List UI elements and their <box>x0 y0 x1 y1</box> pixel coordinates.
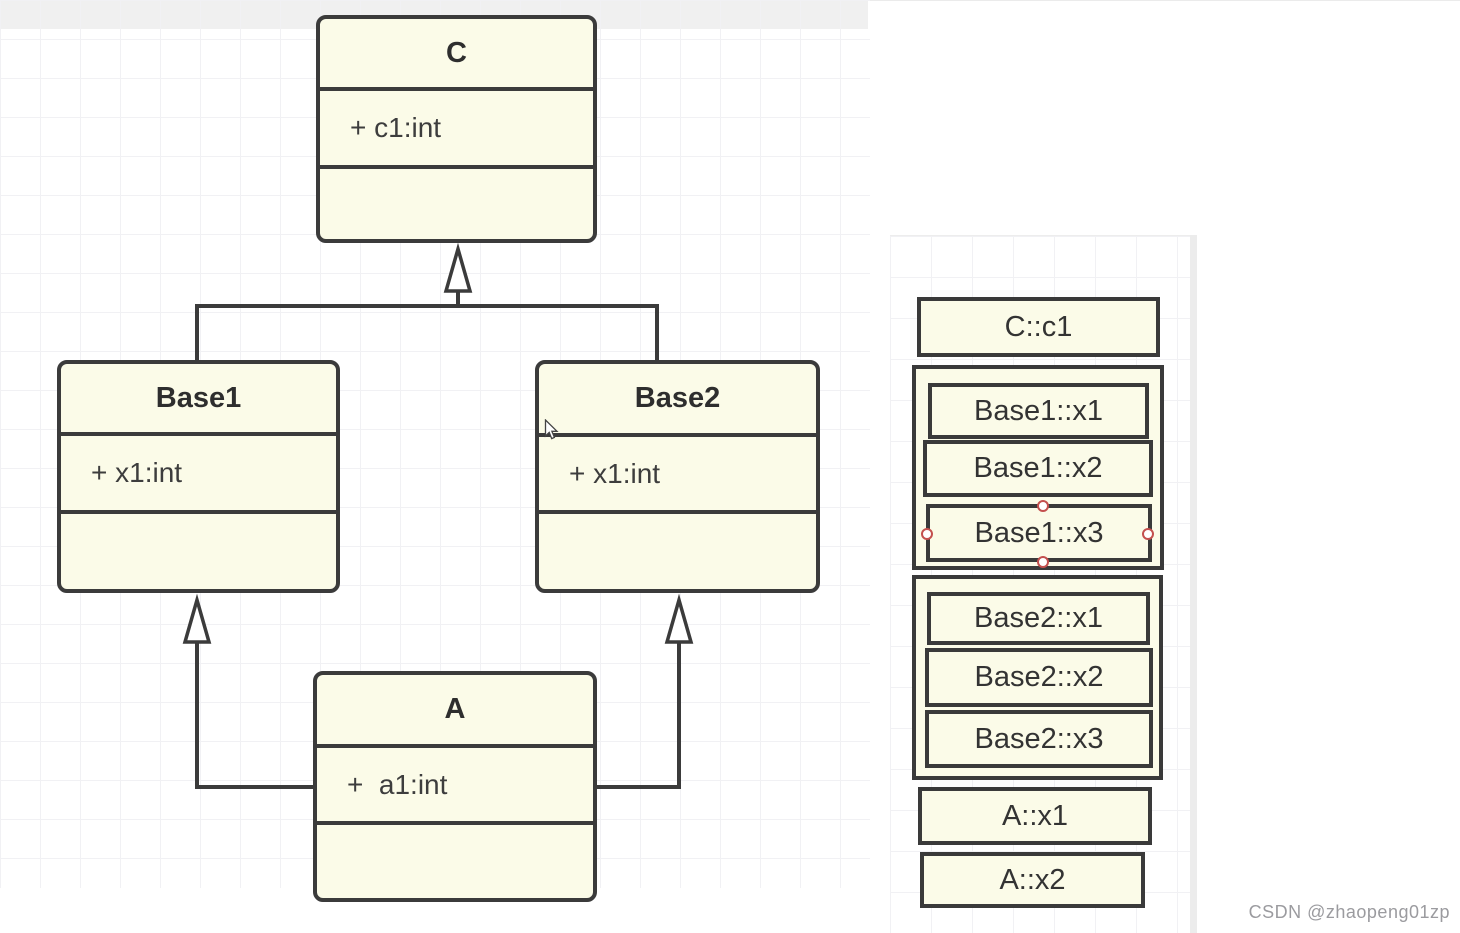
hollow-triangle-arrow-to-base2 <box>664 593 694 644</box>
mouse-cursor <box>544 419 559 440</box>
generalization-a-to-base2[interactable] <box>597 593 694 789</box>
class-base2-name[interactable]: Base2 <box>539 364 816 437</box>
memory-cell-base2-x2[interactable]: Base2::x2 <box>925 648 1153 707</box>
memory-cell-c-c1[interactable]: C::c1 <box>917 297 1160 357</box>
memory-cell-base2-x1-label: Base2::x1 <box>974 602 1103 634</box>
memory-cell-base2-x3-label: Base2::x3 <box>974 722 1104 755</box>
class-base2-attribute[interactable]: + x1:int <box>539 437 816 514</box>
memory-cell-base1-x1-label: Base1::x1 <box>974 394 1103 427</box>
memory-cell-base2-x1[interactable]: Base2::x1 <box>927 592 1150 645</box>
selection-handle-left[interactable] <box>921 528 933 540</box>
selection-handle-bottom[interactable] <box>1037 556 1049 568</box>
class-box-base1[interactable]: Base1 + x1:int <box>57 360 340 593</box>
memory-group-base1[interactable]: Base1::x1 Base1::x2 Base1::x3 <box>912 365 1164 570</box>
class-base1-attribute[interactable]: + x1:int <box>61 436 336 514</box>
generalization-base1-base2-to-c[interactable] <box>195 242 659 360</box>
csdn-watermark: CSDN @zhaopeng01zp <box>1248 902 1450 922</box>
memory-group-base2[interactable]: Base2::x1 Base2::x2 Base2::x3 <box>912 575 1163 780</box>
memory-cell-c-c1-label: C::c1 <box>1004 310 1073 343</box>
class-c-name[interactable]: C <box>320 19 593 91</box>
memory-cell-base1-x2-label: Base1::x2 <box>973 452 1103 484</box>
class-a-attribute[interactable]: + a1:int <box>317 748 593 825</box>
class-box-c[interactable]: C + c1:int <box>316 15 597 243</box>
memory-cell-a-x2[interactable]: A::x2 <box>920 852 1145 908</box>
memory-cell-a-x2-label: A::x2 <box>999 863 1066 896</box>
memory-cell-a-x1-label: A::x1 <box>1001 799 1069 832</box>
hollow-triangle-arrow-to-base1 <box>182 593 212 644</box>
inheritance-connectors <box>182 242 694 789</box>
memory-cell-base2-x3[interactable]: Base2::x3 <box>925 710 1153 768</box>
memory-canvas-right-edge <box>1190 235 1197 933</box>
class-base1-name[interactable]: Base1 <box>61 364 336 436</box>
memory-cell-base1-x3-label: Base1::x3 <box>974 516 1104 549</box>
class-box-a[interactable]: A + a1:int <box>313 671 597 902</box>
selection-handle-top[interactable] <box>1037 500 1049 512</box>
hollow-triangle-arrow-to-c <box>443 242 473 293</box>
memory-cell-base1-x3[interactable]: Base1::x3 <box>921 500 1154 568</box>
memory-cell-base1-x1[interactable]: Base1::x1 <box>928 383 1149 439</box>
generalization-a-to-base1[interactable] <box>182 593 313 789</box>
class-c-attribute[interactable]: + c1:int <box>320 91 593 169</box>
selection-handle-right[interactable] <box>1142 528 1154 540</box>
class-box-base2[interactable]: Base2 + x1:int <box>535 360 820 593</box>
memory-cell-base1-x2[interactable]: Base1::x2 <box>923 440 1153 497</box>
memory-cell-base2-x2-label: Base2::x2 <box>974 661 1104 693</box>
memory-cell-a-x1[interactable]: A::x1 <box>918 787 1152 845</box>
class-a-name[interactable]: A <box>317 675 593 748</box>
